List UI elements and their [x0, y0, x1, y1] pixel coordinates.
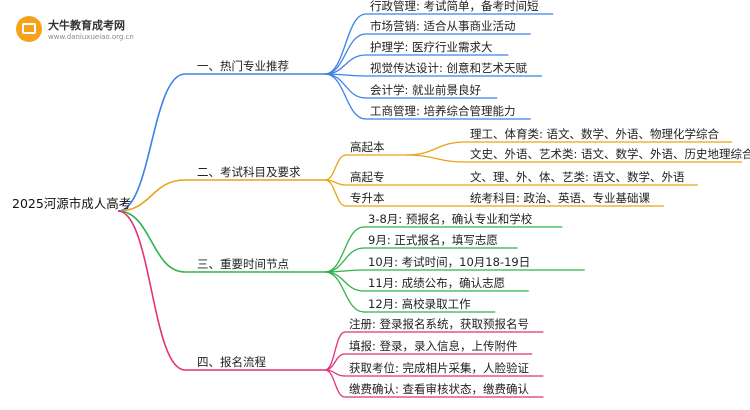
child-connector: [324, 369, 346, 398]
child-node: 护理学: 医疗行业需求大: [370, 40, 493, 54]
child-connector: [324, 13, 367, 75]
child-node: 高起专: [350, 170, 385, 184]
child-connector: [324, 154, 347, 181]
leaf-connector: [405, 141, 467, 156]
book-icon: [16, 16, 42, 42]
child-node: 行政管理: 考试简单，备考时间短: [370, 0, 539, 13]
child-node: 缴费确认: 查看审核状态，缴费确认: [349, 382, 530, 396]
root-topic: 2025河源市成人高考: [12, 196, 132, 211]
logo-title: 大牛教育成考网: [48, 19, 125, 32]
branch-label: 三、重要时间节点: [197, 257, 289, 271]
child-node: 会计学: 就业前景良好: [370, 83, 482, 97]
child-node: 填报: 登录，录入信息，上传附件: [349, 339, 518, 353]
child-connector: [324, 271, 365, 292]
child-connector: [324, 179, 347, 207]
child-node: 专升本: [350, 191, 385, 205]
child-connector: [324, 353, 346, 371]
child-node: 市场营销: 适合从事商业活动: [370, 19, 516, 33]
child-connector: [324, 73, 367, 120]
child-node: 10月: 考试时间，10月18-19日: [368, 255, 531, 269]
leaf-node: 文、理、外、体、艺类: 语文、数学、外语: [470, 170, 685, 184]
logo-url: www.daniuxueiao.org.cn: [48, 33, 134, 41]
leaf-node: 统考科目: 政治、英语、专业基础课: [470, 191, 651, 205]
child-connector: [324, 73, 367, 99]
child-connector: [324, 33, 367, 75]
brand-logo: 大牛教育成考网 www.daniuxueiao.org.cn: [10, 14, 160, 48]
branch-connector: [117, 210, 186, 273]
branch-connector: [117, 73, 186, 212]
branch-label: 四、报名流程: [197, 355, 266, 369]
branch-label: 二、考试科目及要求: [197, 165, 301, 179]
leaf-connector: [405, 154, 467, 163]
child-node: 12月: 高校录取工作: [368, 297, 471, 311]
child-node: 工商管理: 培养综合管理能力: [370, 104, 516, 118]
child-node: 注册: 登录报名系统，获取预报名号: [349, 317, 530, 331]
child-node: 获取考位: 完成相片采集，人脸验证: [349, 361, 530, 375]
child-node: 9月: 正式报名，填写志愿: [368, 233, 498, 247]
child-connector: [324, 271, 365, 313]
child-connector: [324, 247, 365, 273]
branch-label: 一、热门专业推荐: [197, 59, 289, 73]
leaf-node: 文史、外语、艺术类: 语文、数学、外语、历史地理综合: [470, 147, 750, 161]
child-node: 3-8月: 预报名，确认专业和学校: [368, 212, 533, 226]
branch-connector: [117, 210, 186, 371]
child-connector: [324, 331, 346, 371]
child-node: 11月: 成绩公布，确认志愿: [368, 276, 506, 290]
child-node: 高起本: [350, 140, 385, 154]
leaf-node: 理工、体育类: 语文、数学、外语、物理化学综合: [470, 127, 720, 141]
branch-connector: [117, 179, 186, 212]
child-node: 视觉传达设计: 创意和艺术天赋: [370, 61, 528, 75]
